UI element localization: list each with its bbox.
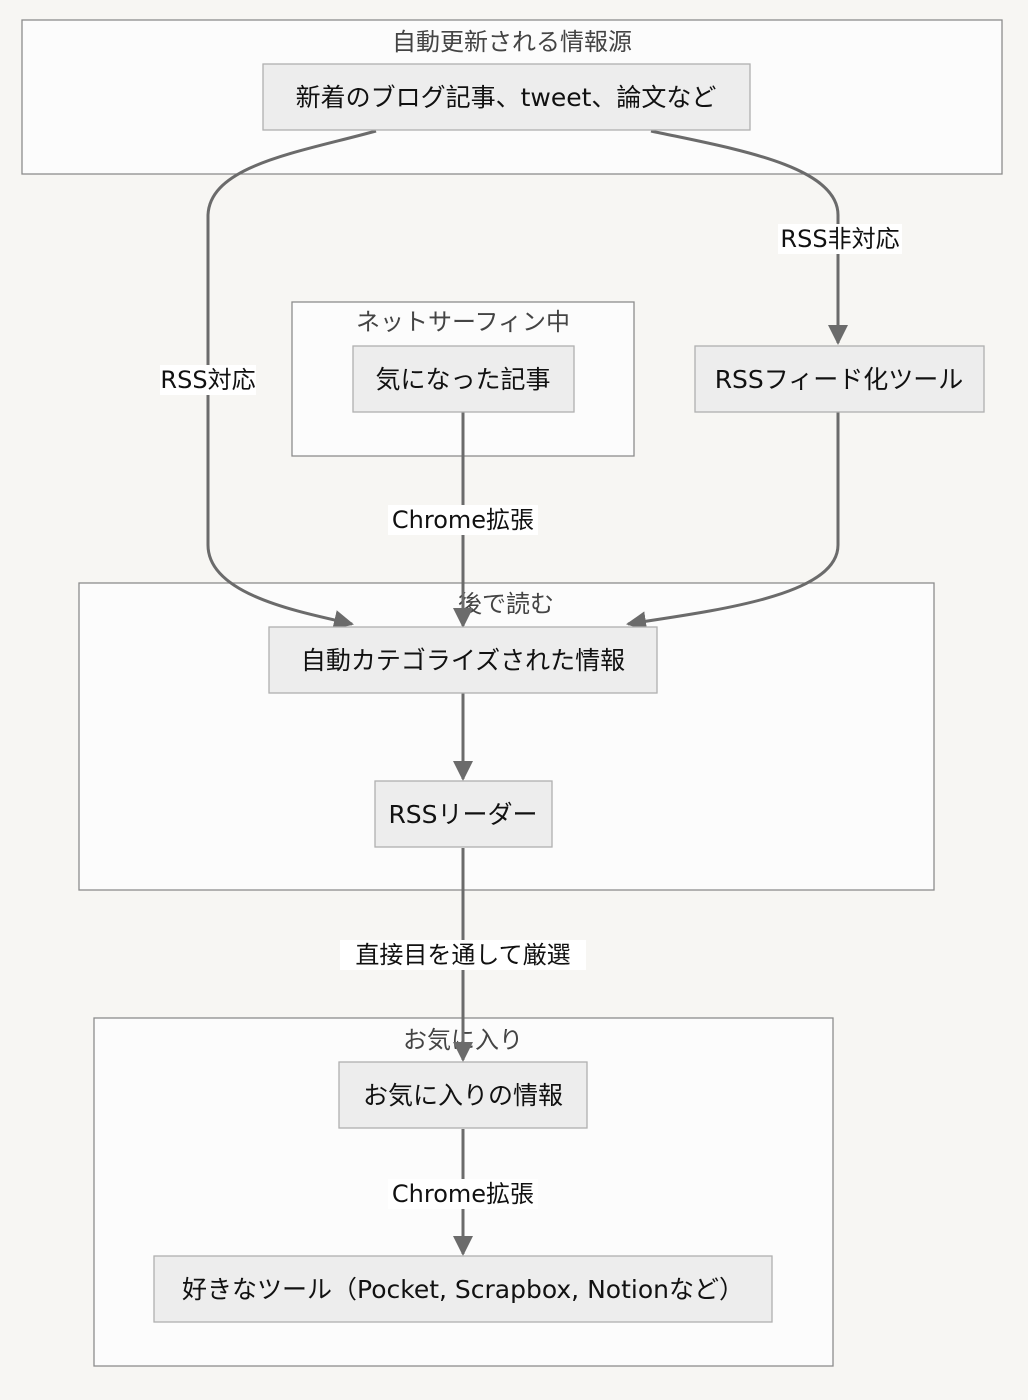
edge-rss-unsupported — [650, 129, 848, 345]
node-interesting-article-label: 気になった記事 — [375, 365, 550, 394]
edge-label-direct-selection-text: 直接目を通して厳選 — [355, 941, 570, 969]
edge-label-rss-supported-text: RSS対応 — [160, 366, 255, 394]
edge-label-chrome-extension-1: Chrome拡張 — [388, 505, 538, 535]
cluster-surfing-label: ネットサーフィン中 — [356, 308, 570, 336]
node-favorite-info: お気に入りの情報 — [338, 1061, 588, 1129]
node-favorite-tool: 好きなツール（Pocket, Scrapbox, Notionなど） — [153, 1255, 773, 1323]
edge-label-rss-supported: RSS対応 — [160, 365, 256, 395]
edge-label-rss-unsupported: RSS非対応 — [778, 224, 902, 254]
edge-label-direct-selection: 直接目を通して厳選 — [340, 940, 586, 970]
cluster-later-label: 後で読む — [458, 590, 554, 618]
cluster-sources-label: 自動更新される情報源 — [392, 28, 632, 56]
node-rss-reader-label: RSSリーダー — [388, 800, 537, 829]
node-favorite-tool-label: 好きなツール（Pocket, Scrapbox, Notionなど） — [182, 1275, 744, 1304]
node-rss-feed-tool: RSSフィード化ツール — [694, 345, 985, 413]
node-favorite-info-label: お気に入りの情報 — [363, 1081, 563, 1110]
edge-label-chrome-extension-1-text: Chrome拡張 — [392, 506, 534, 534]
node-new-articles: 新着のブログ記事、tweet、論文など — [262, 63, 751, 131]
node-categorized-info-label: 自動カテゴライズされた情報 — [301, 646, 625, 675]
edge-label-rss-unsupported-text: RSS非対応 — [780, 225, 899, 253]
node-categorized-info: 自動カテゴライズされた情報 — [268, 626, 658, 694]
node-interesting-article: 気になった記事 — [352, 345, 575, 413]
edge-label-chrome-extension-2-text: Chrome拡張 — [392, 1180, 534, 1208]
edge-label-chrome-extension-2: Chrome拡張 — [388, 1179, 538, 1209]
node-new-articles-label: 新着のブログ記事、tweet、論文など — [296, 83, 717, 112]
edge-rss-feed-to-later — [626, 412, 840, 632]
node-rss-reader: RSSリーダー — [374, 780, 553, 848]
node-rss-feed-tool-label: RSSフィード化ツール — [715, 365, 964, 394]
